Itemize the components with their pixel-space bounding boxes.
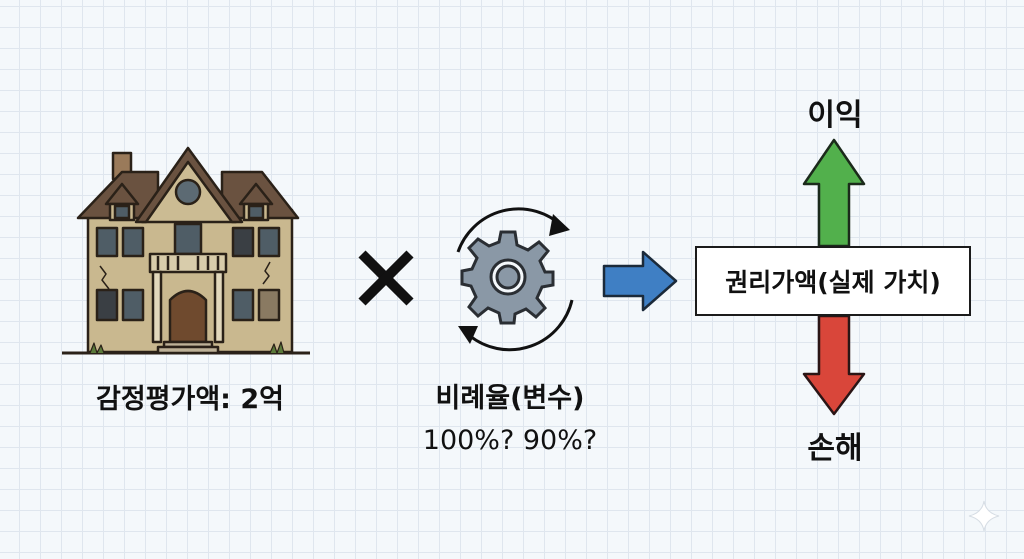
profit-label: 이익 bbox=[807, 98, 863, 133]
down-arrow-icon bbox=[802, 314, 866, 416]
loss-label: 손해 bbox=[807, 431, 863, 466]
ratio-title-label: 비례율(변수) bbox=[435, 383, 585, 414]
rights-value-box: 권리가액(실제 가치) bbox=[695, 246, 971, 316]
old-house-icon bbox=[62, 146, 310, 355]
gear-cycle-icon bbox=[456, 207, 574, 352]
right-arrow-icon bbox=[602, 250, 678, 312]
multiply-icon bbox=[358, 250, 414, 306]
rights-value-label: 권리가액(실제 가치) bbox=[725, 268, 941, 297]
ratio-examples-label: 100%? 90%? bbox=[422, 425, 598, 456]
sparkle-icon bbox=[968, 500, 1000, 532]
up-arrow-icon bbox=[802, 138, 866, 248]
appraisal-value-label: 감정평가액: 2억 bbox=[95, 384, 285, 415]
